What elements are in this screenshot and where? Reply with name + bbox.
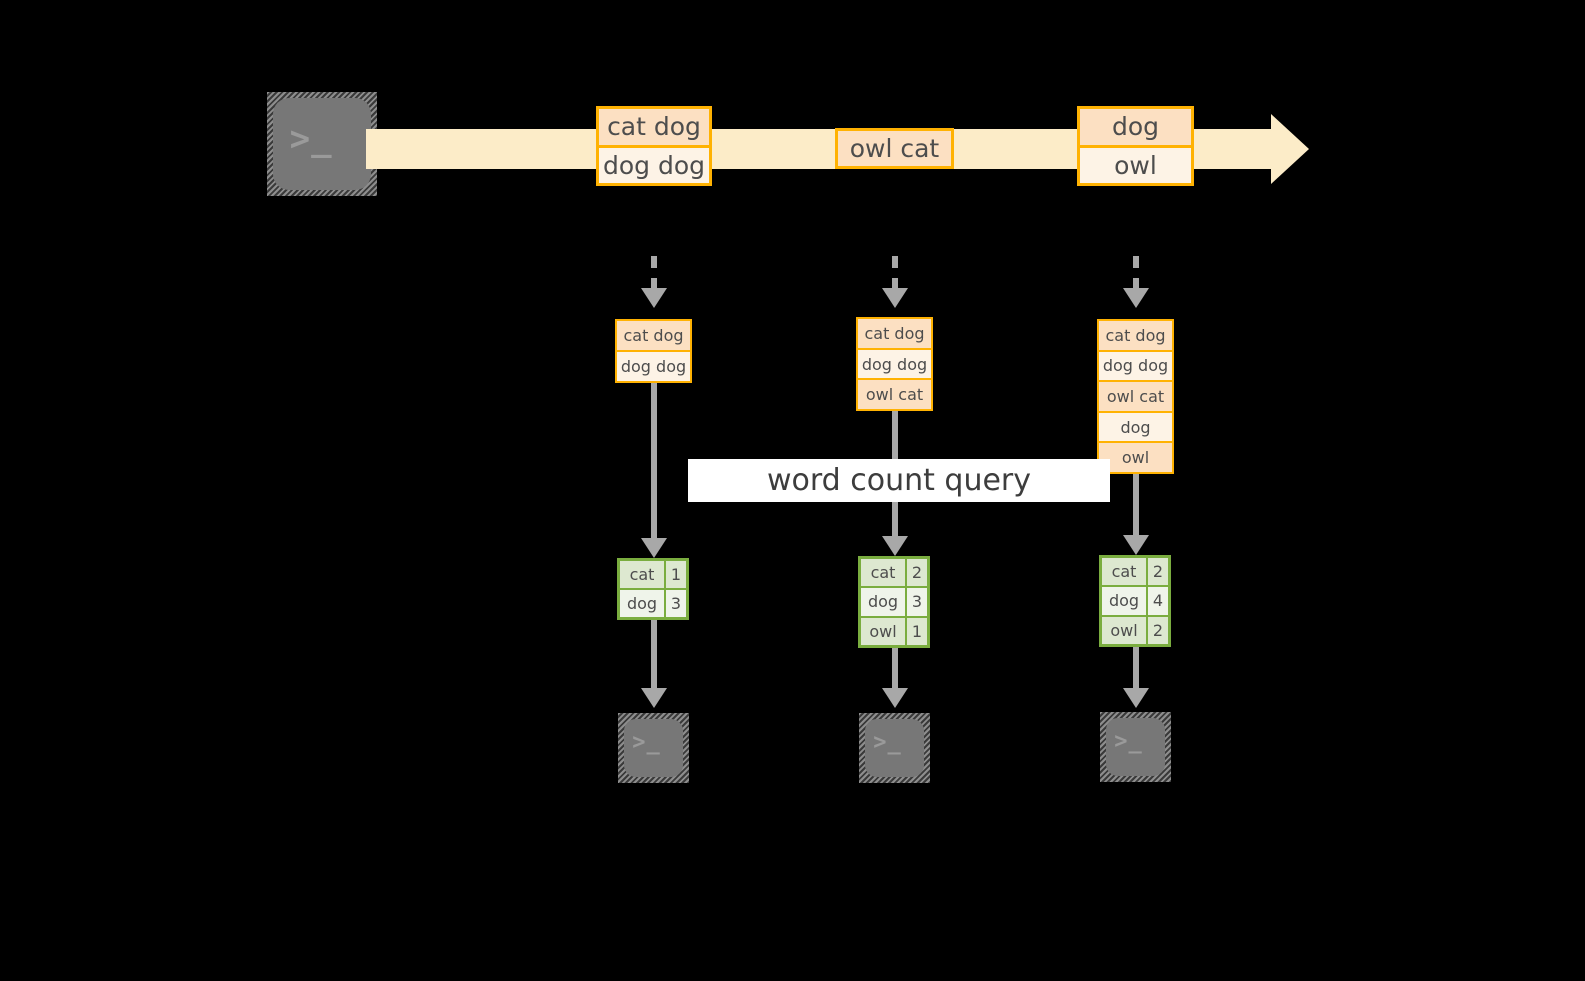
result-count-cell: 3 [907, 588, 927, 616]
result-word-cell: cat [861, 559, 907, 587]
accumulated-message-row: owl [1099, 441, 1172, 472]
output-connector-1 [651, 620, 657, 692]
result-table-2: cat 2 dog 3 owl 1 [858, 556, 930, 648]
output-connector-arrowhead-2 [882, 688, 908, 708]
result-count-cell: 1 [907, 617, 927, 645]
result-word-cell: cat [1102, 558, 1148, 586]
terminal-body: >_ [624, 719, 683, 777]
accumulated-message-row: dog [1099, 410, 1172, 442]
result-table-3: cat 2 dog 4 owl 2 [1099, 555, 1171, 647]
result-row: dog 4 [1102, 585, 1168, 615]
stream-arrowhead [1271, 114, 1309, 184]
terminal-prompt-glyph: >_ [873, 729, 902, 755]
accumulated-message-row: cat dog [617, 321, 690, 350]
result-word-cell: dog [620, 590, 666, 617]
accumulated-message-row: cat dog [1099, 321, 1172, 350]
stream-tap-arrowhead-1 [641, 288, 667, 308]
result-row: cat 2 [861, 559, 927, 587]
terminal-prompt-glyph: >_ [1114, 728, 1143, 754]
stream-message-row: dog dog [599, 144, 709, 183]
query-connector-arrowhead-3 [1123, 535, 1149, 555]
result-row: cat 1 [620, 561, 686, 588]
output-connector-2 [892, 648, 898, 692]
result-row: owl 2 [1102, 614, 1168, 644]
stream-message-row: dog [1080, 109, 1191, 145]
terminal-body: >_ [273, 98, 371, 190]
stream-tap-connector-2 [892, 256, 898, 290]
result-count-cell: 3 [666, 590, 686, 617]
consumer-terminal-icon-1: >_ [618, 713, 689, 783]
stream-message-group-2: owl cat [835, 128, 954, 169]
stream-message-group-1: cat dog dog dog [596, 106, 712, 186]
stream-tap-connector-1 [651, 256, 657, 290]
accumulated-message-row: owl cat [1099, 380, 1172, 411]
stream-message-row: owl [1080, 144, 1191, 183]
result-count-cell: 2 [1148, 558, 1168, 586]
accumulated-messages-3: cat dog dog dog owl cat dog owl [1097, 319, 1174, 474]
accumulated-message-row: owl cat [858, 378, 931, 410]
result-word-cell: dog [861, 588, 907, 616]
result-count-cell: 1 [666, 561, 686, 588]
result-word-cell: cat [620, 561, 666, 588]
output-connector-arrowhead-1 [641, 688, 667, 708]
stream-tap-arrowhead-3 [1123, 288, 1149, 308]
result-row: dog 3 [861, 586, 927, 616]
terminal-prompt-glyph: >_ [632, 729, 661, 755]
terminal-body: >_ [1106, 718, 1165, 776]
result-count-cell: 4 [1148, 587, 1168, 615]
result-count-cell: 2 [907, 559, 927, 587]
query-connector-1 [651, 383, 657, 548]
accumulated-message-row: dog dog [858, 347, 931, 379]
stream-tap-connector-3 [1133, 256, 1139, 290]
stream-message-group-3: dog owl [1077, 106, 1194, 186]
accumulated-messages-1: cat dog dog dog [615, 319, 692, 383]
consumer-terminal-icon-2: >_ [859, 713, 930, 783]
accumulated-message-row: cat dog [858, 319, 931, 348]
result-word-cell: dog [1102, 587, 1148, 615]
output-connector-3 [1133, 647, 1139, 692]
accumulated-messages-2: cat dog dog dog owl cat [856, 317, 933, 411]
result-row: cat 2 [1102, 558, 1168, 586]
result-row: dog 3 [620, 588, 686, 617]
result-count-cell: 2 [1148, 616, 1168, 644]
stream-message-row: cat dog [599, 109, 709, 145]
query-connector-arrowhead-2 [882, 536, 908, 556]
query-label-text: word count query [766, 463, 1032, 498]
query-connector-3 [1133, 474, 1139, 545]
query-connector-arrowhead-1 [641, 538, 667, 558]
result-word-cell: owl [1102, 616, 1148, 644]
accumulated-message-row: dog dog [1099, 349, 1172, 381]
result-table-1: cat 1 dog 3 [617, 558, 689, 620]
producer-terminal-icon: >_ [267, 92, 377, 196]
query-label-banner: word count query [688, 459, 1110, 502]
terminal-body: >_ [865, 719, 924, 777]
output-connector-arrowhead-3 [1123, 688, 1149, 708]
stream-tap-arrowhead-2 [882, 288, 908, 308]
consumer-terminal-icon-3: >_ [1100, 712, 1171, 782]
accumulated-message-row: dog dog [617, 350, 690, 381]
result-row: owl 1 [861, 615, 927, 645]
stream-message-row: owl cat [838, 131, 951, 166]
result-word-cell: owl [861, 617, 907, 645]
terminal-prompt-glyph: >_ [289, 118, 333, 159]
